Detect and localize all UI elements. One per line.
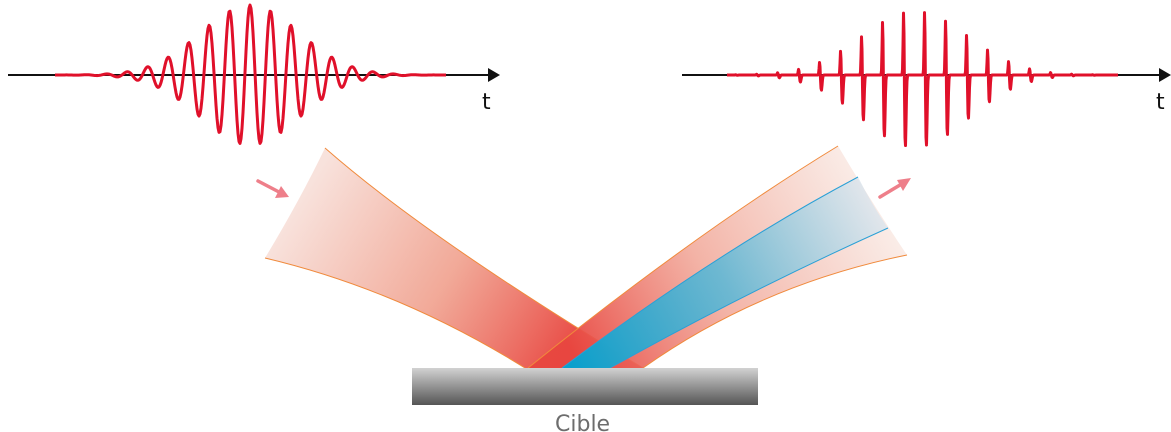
reflected-beam-edge-top [527,145,839,369]
harmonic-beam-edge-bottom [609,227,889,369]
incident-beam [265,148,643,368]
incident-pulse-waveform [54,3,447,145]
target-block [412,368,758,405]
target-label: Cible [555,412,610,432]
harmonic-beam [562,177,888,368]
left-axis-label: t [482,90,491,115]
reflected-beam-edge-bottom [642,254,908,369]
incident-direction-arrow-icon [256,179,289,198]
right-axis-label: t [1156,90,1165,115]
reflected-direction-arrow-icon [878,178,911,199]
reflected-beam [528,146,907,368]
incident-beam-edge-bottom [264,257,526,369]
harmonic-beam-edge-top [561,176,859,369]
reflected-pulse-waveform [726,11,1119,148]
